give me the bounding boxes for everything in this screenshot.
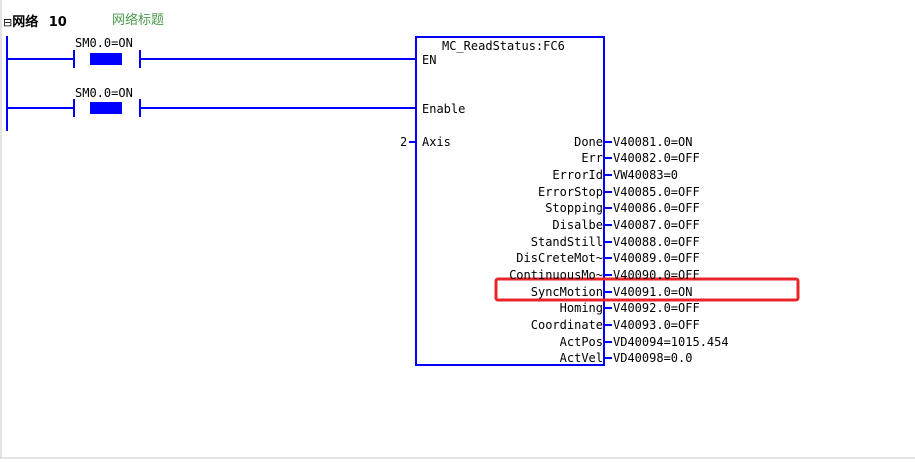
output-value-stopping[interactable]: V40086.0=OFF [613, 201, 700, 215]
output-value-actvel[interactable]: VD40098=0.0 [613, 351, 693, 365]
output-value-coordinate[interactable]: V40093.0=OFF [613, 318, 700, 332]
contact-1-label: SM0.0=ON [75, 36, 133, 50]
output-value-done[interactable]: V40081.0=ON [613, 135, 693, 149]
output-pin-errorid: ErrorId [552, 168, 603, 182]
output-pin-continuousmo: ContinuousMo~ [509, 268, 603, 282]
output-value-continuousmo[interactable]: V40090.0=OFF [613, 268, 700, 282]
input-en: EN [422, 53, 437, 67]
output-stubs [604, 141, 612, 359]
output-value-standstill[interactable]: V40088.0=OFF [613, 235, 700, 249]
network-label: 网络 [12, 15, 39, 30]
output-value-errorstop[interactable]: V40085.0=OFF [613, 185, 700, 199]
output-value-errorid[interactable]: VW40083=0 [613, 168, 679, 182]
output-pin-coordinate: Coordinate [530, 318, 603, 332]
output-value-discretemot[interactable]: V40089.0=OFF [613, 251, 700, 265]
network-number: 10 [48, 15, 67, 30]
output-value-syncmotion[interactable]: V40091.0=ON [613, 285, 693, 299]
output-value-disalbe[interactable]: V40087.0=OFF [613, 218, 700, 232]
output-pin-syncmotion: SyncMotion [530, 285, 603, 299]
output-pin-homing: Homing [559, 301, 603, 315]
output-pin-actvel: ActVel [559, 351, 603, 365]
collapse-icon[interactable]: ⊟ [3, 16, 13, 29]
input-axis-value[interactable]: 2 [400, 135, 408, 149]
input-enable: Enable [422, 102, 466, 116]
function-block-box[interactable] [415, 36, 605, 366]
block-name: MC_ReadStatus:FC6 [442, 39, 565, 53]
output-pin-standstill: StandStill [530, 235, 603, 249]
network-header: ⊟网络 10 [3, 11, 67, 30]
output-pin-done: Done [574, 135, 603, 149]
output-pin-err: Err [581, 151, 603, 165]
contact-2-label: SM0.0=ON [75, 86, 133, 100]
output-pin-disalbe: Disalbe [552, 218, 603, 232]
input-axis: Axis [422, 135, 451, 149]
contact-1[interactable] [73, 50, 141, 68]
output-pin-stopping: Stopping [545, 201, 603, 215]
contact-2[interactable] [73, 99, 141, 117]
output-pin-actpos: ActPos [559, 335, 603, 349]
output-value-actpos[interactable]: VD40094=1015.454 [613, 335, 729, 349]
output-pin-errorstop: ErrorStop [537, 185, 603, 199]
output-value-err[interactable]: V40082.0=OFF [613, 151, 700, 165]
highlight-box [494, 277, 800, 302]
output-pin-discretemot: DisCreteMot~ [516, 251, 603, 265]
network-title[interactable]: 网络标题 [112, 13, 165, 28]
output-value-homing[interactable]: V40092.0=OFF [613, 301, 700, 315]
